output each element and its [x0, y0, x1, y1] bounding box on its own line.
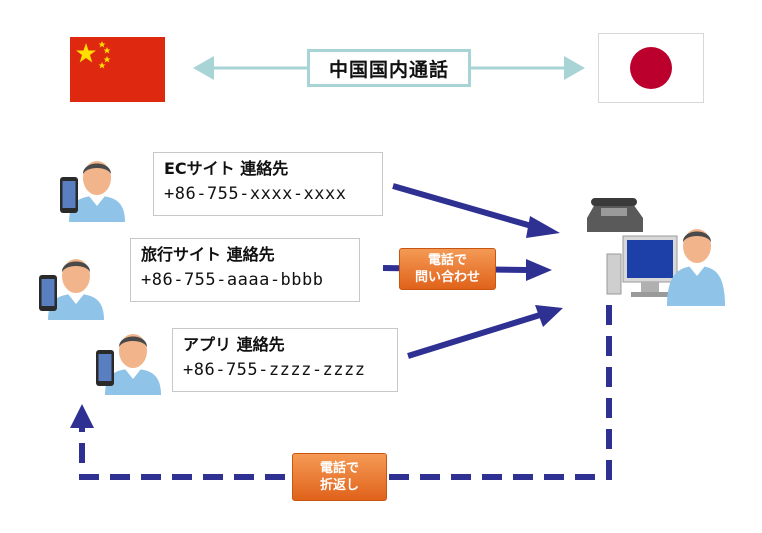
arrow-ec-head: [526, 216, 560, 238]
contact-travel: 旅行サイト 連絡先 +86-755-aaaa-bbbb: [130, 238, 360, 302]
inquiry-badge: 電話で 問い合わせ: [399, 248, 496, 290]
contact-app-name: アプリ 連絡先: [183, 335, 285, 354]
callback-arrow-head: [70, 404, 94, 428]
inquiry-badge-line1: 電話で: [427, 253, 467, 268]
contact-app: アプリ 連絡先 +86-755-zzzz-zzzz: [172, 328, 398, 392]
japan-flag: [598, 33, 704, 103]
arrow-travel-head: [526, 259, 552, 281]
callback-badge: 電話で 折返し: [292, 453, 387, 501]
contact-ec-name: ECサイト 連絡先: [164, 159, 289, 178]
contact-ec-number: +86-755-xxxx-xxxx: [164, 184, 347, 204]
china-flag-stars-icon: [76, 41, 111, 69]
inquiry-badge-line2: 問い合わせ: [414, 270, 480, 285]
operator-icon: [585, 196, 725, 306]
japan-flag-disc-icon: [630, 47, 672, 89]
contact-travel-name: 旅行サイト 連絡先: [141, 245, 275, 264]
user-travel-icon: [36, 248, 106, 320]
china-flag: [70, 37, 165, 102]
callback-badge-line2: 折返し: [319, 478, 359, 493]
domestic-call-title: 中国国内通話: [307, 49, 471, 87]
contact-travel-number: +86-755-aaaa-bbbb: [141, 270, 324, 290]
contact-app-number: +86-755-zzzz-zzzz: [183, 360, 366, 380]
callback-badge-line1: 電話で: [319, 461, 359, 476]
contact-ec: ECサイト 連絡先 +86-755-xxxx-xxxx: [153, 152, 383, 216]
arrow-ec-to-operator: [392, 183, 536, 230]
arrow-app-to-operator: [407, 312, 541, 359]
arrow-app-head: [535, 305, 563, 327]
user-ec-icon: [57, 150, 127, 222]
user-app-icon: [93, 323, 163, 395]
